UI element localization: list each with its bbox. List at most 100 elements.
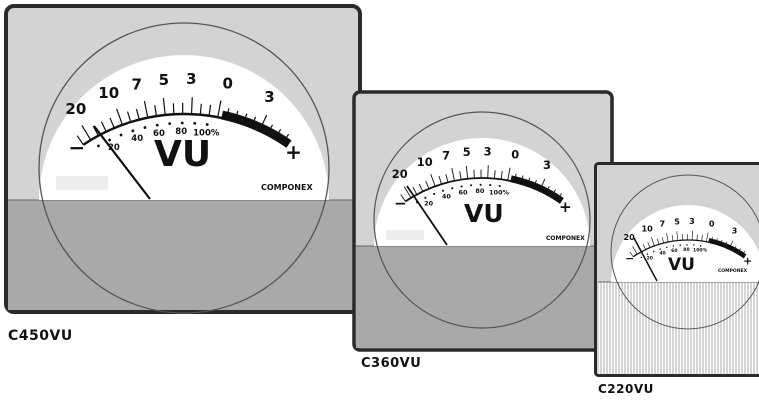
percent-scale-label: 40 [659, 251, 665, 257]
db-scale-label: 3 [186, 70, 196, 88]
scale-tick [135, 108, 140, 120]
scale-tick [459, 171, 462, 180]
percent-dot [131, 129, 135, 133]
percent-scale-label: 80 [475, 187, 484, 195]
percent-dot [470, 184, 473, 187]
scale-tick [507, 167, 511, 181]
scale-tick [154, 105, 158, 117]
db-scale-label: 5 [159, 71, 169, 89]
db-scale-label: 5 [463, 145, 471, 159]
scale-tick [629, 251, 634, 257]
scale-tick [719, 239, 723, 246]
scale-tick [676, 231, 679, 241]
brand-label: COMPONEX [261, 183, 313, 192]
percent-scale-label: 20 [108, 143, 120, 153]
percent-scale-label: 20 [424, 200, 433, 208]
percent-dot [699, 244, 702, 247]
db-scale-label: 3 [543, 158, 551, 172]
scale-tick [532, 180, 537, 189]
scale-tick [647, 242, 651, 248]
model-label-c360vu: C360VU [361, 356, 422, 371]
scale-tick [539, 178, 546, 191]
scale-tick [109, 117, 115, 129]
scale-tick [162, 98, 166, 116]
scale-tick [199, 103, 202, 115]
scale-tick [545, 185, 550, 194]
scale-peak-band [510, 175, 564, 204]
meter-needle [406, 185, 448, 246]
scale-tick [487, 165, 489, 179]
scale-tick [661, 237, 664, 244]
db-scale-label: 3 [689, 216, 695, 226]
scale-tick [741, 250, 746, 257]
dial-window [610, 174, 759, 330]
db-scale-label: 10 [417, 155, 433, 169]
percent-scale-label: 40 [131, 134, 143, 144]
percent-dot [193, 121, 197, 125]
scale-tick [400, 194, 406, 202]
db-scale-label: 20 [65, 100, 86, 118]
brand-label: COMPONEX [718, 268, 748, 274]
percent-dot [693, 244, 695, 246]
scale-tick [418, 183, 424, 192]
db-scale-label: 0 [709, 218, 715, 228]
dial-window [373, 111, 591, 329]
plus-sign: + [559, 198, 572, 216]
percent-scale-label: 80 [683, 247, 689, 253]
dial-plate [386, 230, 424, 240]
percent-dot [155, 123, 159, 127]
percent-dot [108, 138, 111, 142]
percent-dot [168, 122, 172, 125]
db-scale-label: 0 [222, 75, 232, 93]
scale-tick [234, 110, 239, 122]
db-scale-label: 3 [264, 88, 274, 106]
scale-tick [728, 240, 734, 250]
scale-tick [715, 238, 718, 245]
db-scale-label: 7 [659, 219, 665, 229]
scale-tick [438, 176, 442, 185]
dial-window [38, 22, 330, 314]
dial-plate [56, 176, 108, 190]
scale-tick [76, 135, 84, 146]
scale-tick [225, 108, 230, 120]
model-label-c220vu: C220VU [598, 382, 654, 396]
scale-tick [126, 111, 132, 123]
percent-scale-label: 40 [442, 193, 451, 201]
dial-face [39, 55, 329, 200]
db-scale-label: 20 [392, 167, 408, 181]
scale-tick [701, 235, 703, 241]
minus-sign: − [394, 195, 407, 213]
scale-tick [671, 235, 674, 242]
scale-tick [143, 100, 149, 118]
scale-tick [666, 232, 669, 243]
plus-sign: + [285, 140, 302, 164]
scale-tick [100, 121, 107, 132]
plus-sign: + [743, 254, 752, 267]
percent-dot [498, 184, 501, 188]
percent-dot [205, 123, 209, 126]
scale-tick [550, 189, 556, 198]
scale-tick [520, 175, 524, 184]
scale-tick [696, 234, 698, 241]
scale-tick [642, 244, 646, 250]
scale-peak-band [708, 238, 747, 259]
scale-tick [445, 174, 449, 183]
model-label-c450vu: C450VU [8, 328, 73, 344]
percent-dot [433, 192, 436, 196]
db-scale-label: 7 [132, 75, 142, 93]
scale-tick [706, 232, 709, 242]
percent-scale-label: 100% [489, 188, 509, 196]
percent-dot [672, 245, 675, 247]
scale-tick [250, 116, 257, 128]
percent-scale-label: 20 [647, 256, 653, 262]
percent-dot [659, 248, 661, 250]
percent-dot [460, 185, 463, 188]
percent-dot [679, 244, 681, 246]
scale-tick [425, 180, 430, 189]
